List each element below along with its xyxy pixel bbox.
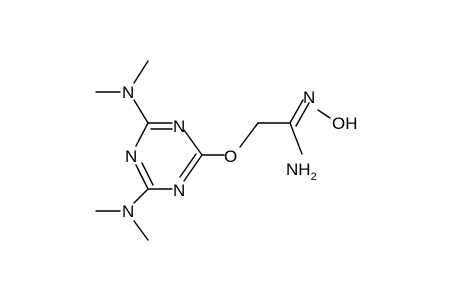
bond-n-o [317,109,331,119]
bond-namine-methyl-down [133,220,149,241]
atom-oh: OH [332,114,358,133]
atom-n-ring-top: N [173,117,185,136]
bond-camidine-n-double-a [289,99,304,124]
bond-camidine-nh2 [289,122,303,155]
atom-n-ring-left: N [125,147,137,166]
dimethylamino-bottom [95,188,149,241]
bond-n3-c2 [183,129,203,156]
triazine-ring [135,122,203,190]
bond-o-ch2 [239,122,259,148]
bond-c6-namine [133,188,149,204]
side-chain [201,99,331,156]
bond-c6-n5 [135,164,149,190]
atom-nh2: NH2 [286,160,317,183]
bond-c2-n1-double [179,153,197,178]
bond-c6-n5-double [141,162,154,186]
atom-nh2-main: NH [286,160,311,179]
atom-nh2-subscript: 2 [311,171,317,183]
atom-n-amine-bottom: N [122,202,134,221]
atom-o-ether: O [224,147,237,166]
atom-n-amine-top: N [122,83,134,102]
atom-n-oxime: N [303,88,315,107]
dimethylamino-top [95,60,149,124]
bond-camidine-n-double-b [295,102,310,127]
bond-n5-c4 [135,122,149,147]
atom-n-ring-bottom: N [173,181,185,200]
bond-c2-n1 [183,154,203,182]
bond-namine-methyl-up [133,60,149,84]
bond-c4-namine [133,99,149,124]
